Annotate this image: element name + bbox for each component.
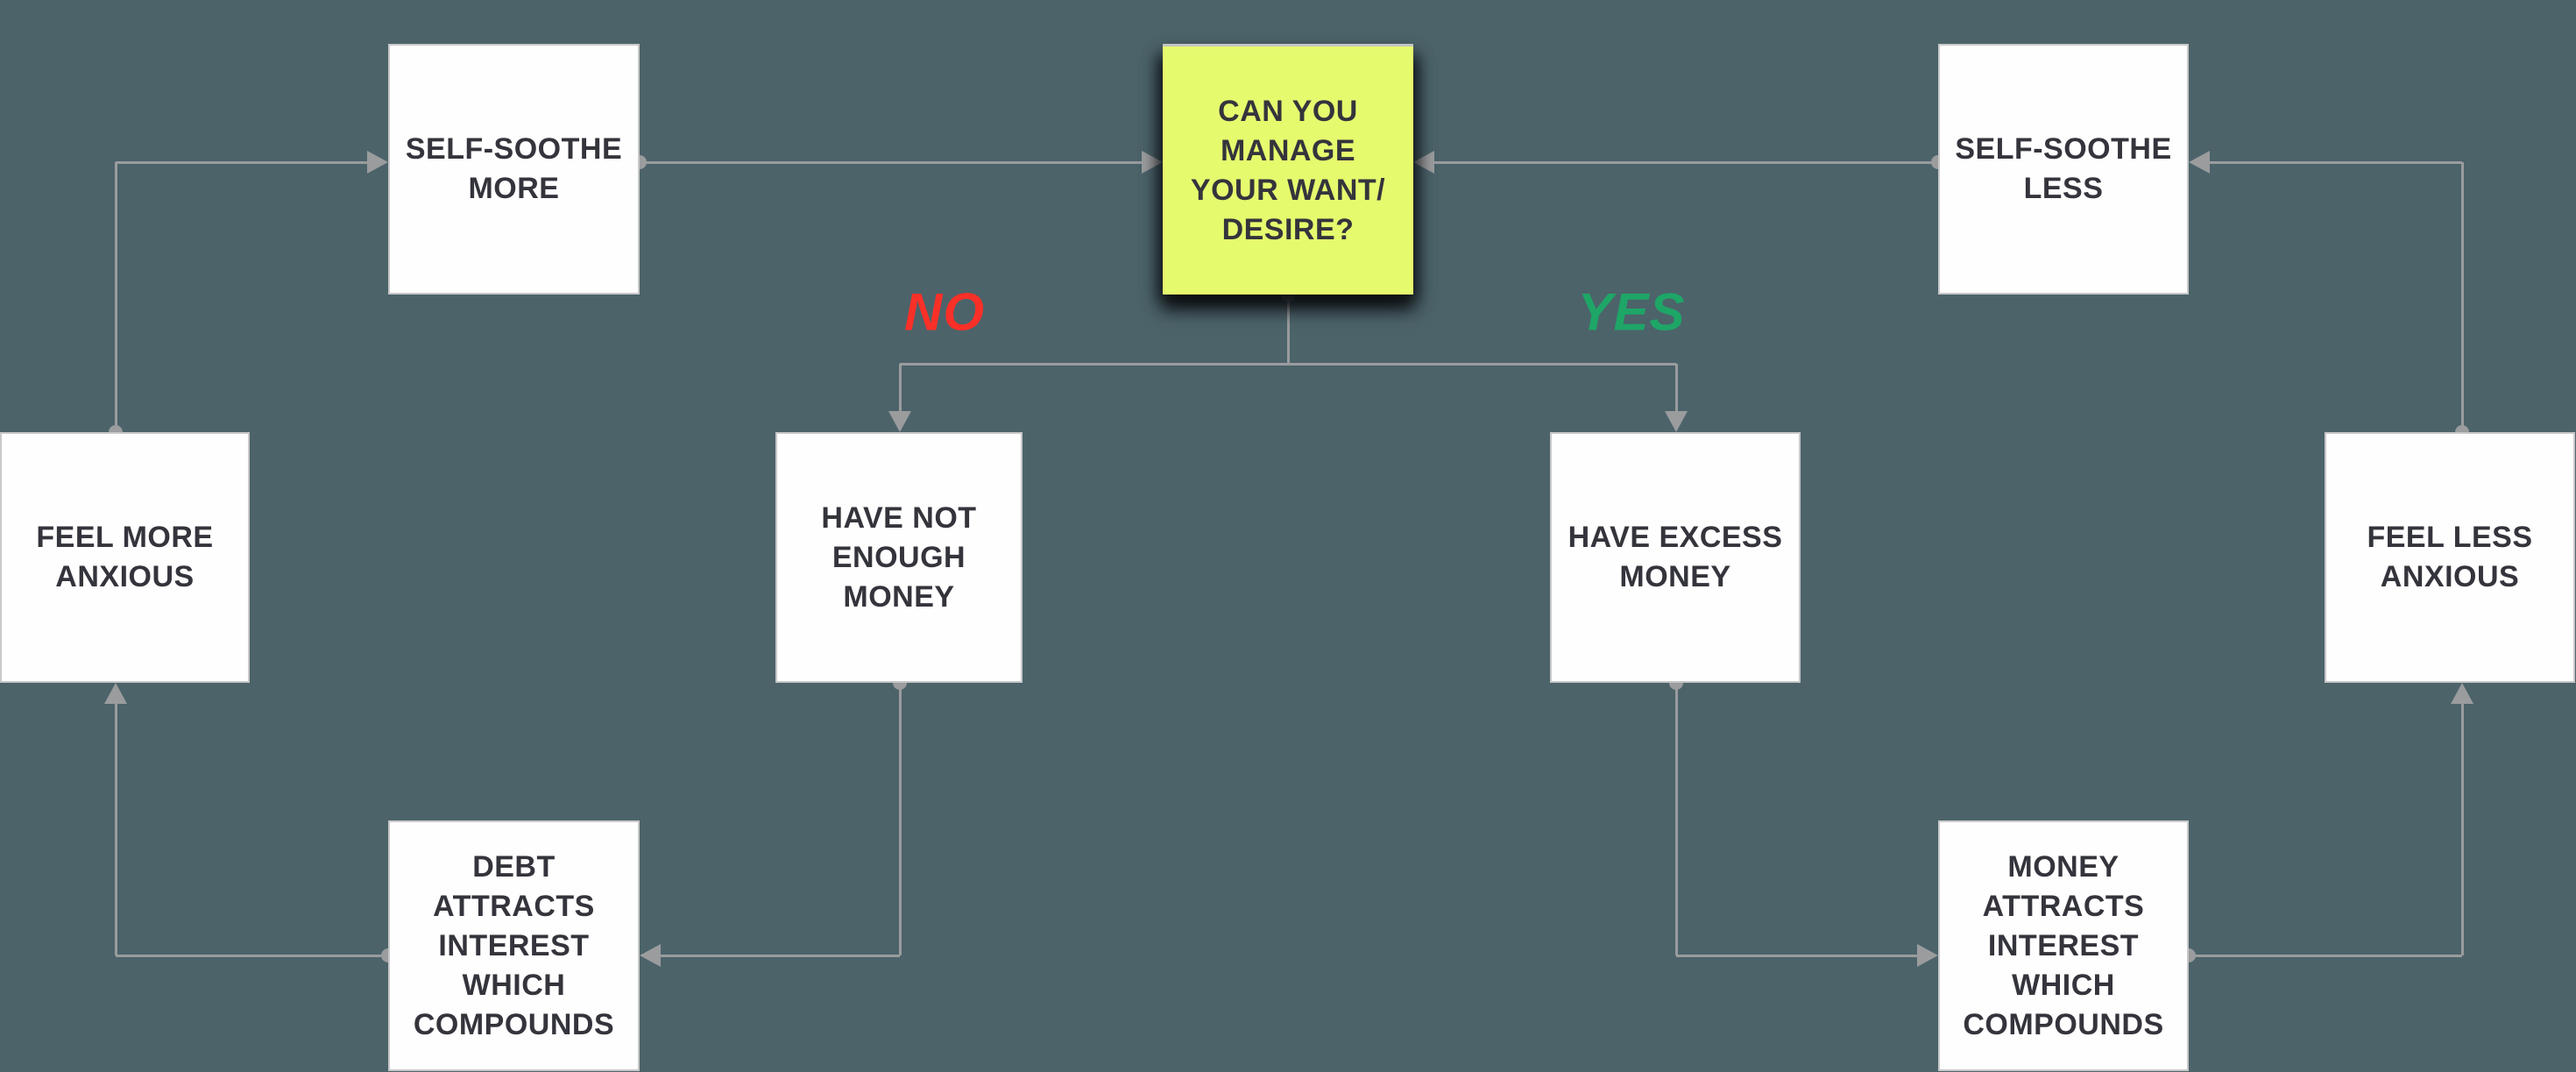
connector-line: [2460, 162, 2464, 432]
arrowhead-icon: [1142, 151, 1163, 174]
feel-less-anxious-node: FEEL LESS ANXIOUS: [2325, 432, 2575, 683]
connector-line: [656, 954, 900, 957]
connector-line: [640, 160, 1146, 164]
money-attracts-interest-label: MONEY ATTRACTS INTEREST WHICH COMPOUNDS: [1963, 849, 2164, 1041]
decision-can-you-manage-node: CAN YOU MANAGE YOUR WANT/ DESIRE?: [1163, 44, 1413, 295]
arrowhead-icon: [640, 944, 661, 967]
arrowhead-icon: [104, 683, 127, 704]
decision-can-you-manage-label: CAN YOU MANAGE YOUR WANT/ DESIRE?: [1190, 94, 1386, 246]
arrowhead-icon: [888, 411, 911, 432]
connector-line: [1676, 954, 1921, 957]
connector-line: [114, 162, 117, 432]
connector-line: [1674, 683, 1678, 955]
feel-more-anxious-label: FEEL MORE ANXIOUS: [36, 521, 214, 593]
self-soothe-less-node: SELF-SOOTHE LESS: [1938, 44, 2189, 295]
self-soothe-less-label: SELF-SOOTHE LESS: [1955, 132, 2172, 205]
connector-line: [2189, 954, 2462, 957]
connector-line: [116, 160, 372, 164]
connector-line: [1674, 364, 1678, 415]
have-excess-money-label: HAVE EXCESS MONEY: [1568, 521, 1783, 593]
connector-line: [900, 362, 1676, 366]
branch-label-no: NO: [904, 282, 985, 342]
connector-line: [898, 683, 902, 955]
arrowhead-icon: [1665, 411, 1688, 432]
connector-line: [2205, 160, 2462, 164]
arrowhead-icon: [2189, 151, 2210, 174]
arrowhead-icon: [1917, 944, 1938, 967]
feel-less-anxious-label: FEEL LESS ANXIOUS: [2367, 521, 2533, 593]
self-soothe-more-node: SELF-SOOTHE MORE: [388, 44, 640, 295]
connector-line: [1286, 295, 1290, 364]
connector-line: [898, 364, 902, 415]
arrowhead-icon: [367, 151, 388, 174]
connector-line: [2460, 699, 2464, 955]
have-excess-money-node: HAVE EXCESS MONEY: [1550, 432, 1801, 683]
connector-line: [116, 954, 388, 957]
debt-attracts-interest-label: DEBT ATTRACTS INTEREST WHICH COMPOUNDS: [413, 849, 615, 1041]
have-not-enough-money-node: HAVE NOT ENOUGH MONEY: [775, 432, 1023, 683]
branch-label-yes: YES: [1577, 282, 1686, 342]
connector-line: [114, 699, 117, 955]
connector-line: [1430, 160, 1938, 164]
feel-more-anxious-node: FEEL MORE ANXIOUS: [0, 432, 250, 683]
arrowhead-icon: [2451, 683, 2473, 704]
money-attracts-interest-node: MONEY ATTRACTS INTEREST WHICH COMPOUNDS: [1938, 820, 2189, 1071]
have-not-enough-money-label: HAVE NOT ENOUGH MONEY: [821, 501, 977, 614]
debt-attracts-interest-node: DEBT ATTRACTS INTEREST WHICH COMPOUNDS: [388, 820, 640, 1071]
self-soothe-more-label: SELF-SOOTHE MORE: [405, 132, 623, 205]
arrowhead-icon: [1413, 151, 1434, 174]
